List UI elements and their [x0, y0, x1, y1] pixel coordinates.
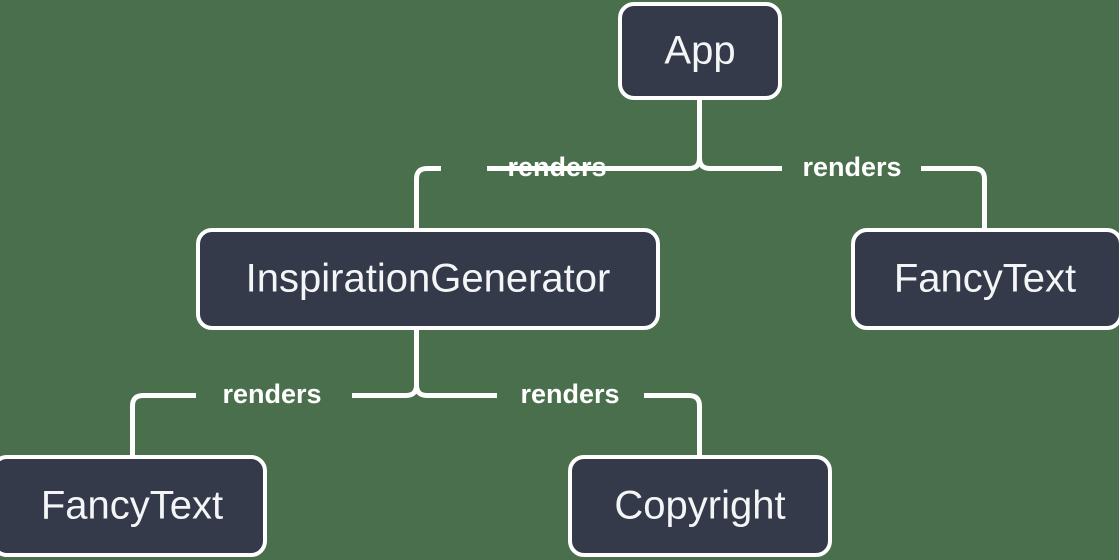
edge-inspiration-to-fancytext-drop: [130, 393, 196, 455]
node-inspiration-generator[interactable]: InspirationGenerator: [196, 228, 660, 330]
node-copyright-label: Copyright: [614, 484, 785, 528]
edge-inspiration-stem-right-curve: [414, 384, 428, 398]
node-fancy-text-bottom-left[interactable]: FancyText: [0, 455, 267, 557]
node-inspiration-generator-label: InspirationGenerator: [246, 257, 611, 301]
node-fancy-text-right[interactable]: FancyText: [851, 228, 1119, 330]
edge-app-to-inspiration-drop: [414, 166, 441, 228]
edge-app-to-fancytext-drop: [921, 166, 987, 228]
edge-group: [130, 98, 987, 455]
node-copyright-box[interactable]: [568, 455, 832, 557]
edge-label-inspiration-to-copyright: renders: [520, 379, 619, 409]
edge-label-app-to-fancy-text-right: renders: [802, 152, 901, 182]
edge-app-stem-right-curve: [697, 157, 711, 171]
node-app-label: App: [664, 29, 735, 73]
edge-app-stem: [688, 98, 702, 171]
edge-inspiration-to-copyright-drop: [644, 393, 702, 455]
edge-label-app-to-inspiration-generator: renders: [507, 152, 606, 182]
node-inspiration-generator-box[interactable]: [196, 228, 660, 330]
node-fancy-text-bottom-left-label: FancyText: [41, 484, 223, 528]
edge-label-inspiration-to-fancy-text: renders: [222, 379, 321, 409]
node-app-box[interactable]: [618, 2, 782, 100]
edge-label-group: renders renders renders renders: [222, 152, 901, 409]
node-copyright[interactable]: Copyright: [568, 455, 832, 557]
node-app[interactable]: App: [618, 2, 782, 100]
node-fancy-text-right-box[interactable]: [851, 228, 1119, 330]
node-fancy-text-bottom-left-box[interactable]: [0, 455, 267, 557]
node-fancy-text-right-label: FancyText: [894, 257, 1076, 301]
